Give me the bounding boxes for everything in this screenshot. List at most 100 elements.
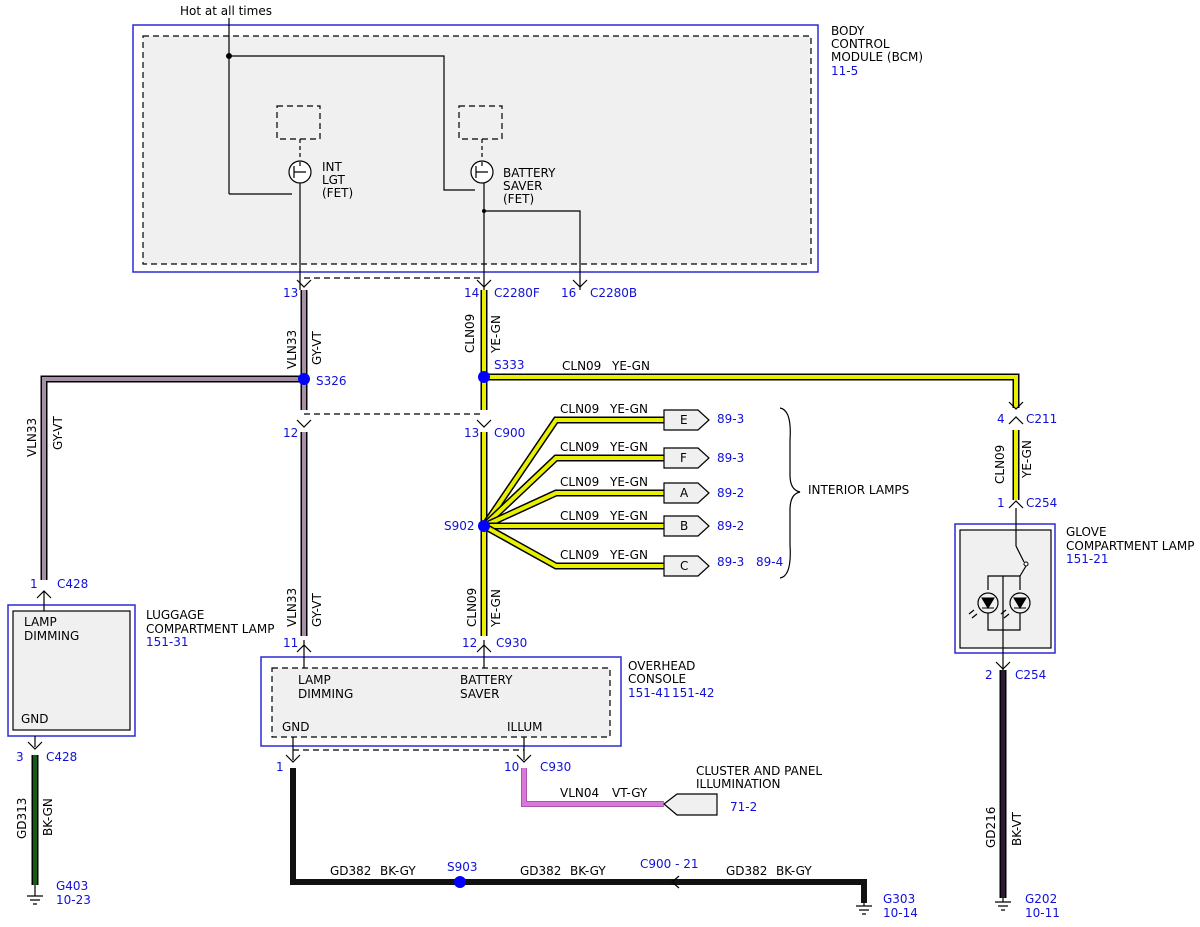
pin-2-c254-label: 2: [985, 668, 993, 682]
lamp-c-letter: C: [680, 559, 688, 573]
interior-lamps-label: INTERIOR LAMPS: [808, 483, 909, 497]
bcm-title-1: BODY: [831, 24, 865, 38]
battery-saver-line1: BATTERY: [503, 166, 556, 180]
wire-label-cln09-s333: CLN09: [562, 359, 601, 373]
wire-label-yegn-f: YE-GN: [609, 440, 648, 454]
connector-c428-3-icon: [27, 741, 43, 750]
lamp-b-ref: 89-2: [717, 519, 744, 533]
glove-lamp-panel: [959, 529, 1052, 649]
lamp-e: E: [663, 409, 710, 431]
lamp-c: C: [663, 555, 710, 577]
wire-label-bkgy-1: BK-GY: [380, 864, 416, 878]
luggage-title-1: LUGGAGE: [146, 608, 204, 622]
cluster-connector-icon: [663, 793, 718, 816]
connector-c930-1-icon: [285, 754, 301, 763]
overhead-title-2: CONSOLE: [628, 672, 686, 686]
pin-11-label: 11: [283, 636, 298, 650]
lamp-b: B: [663, 515, 710, 537]
wire-label-cln09-e: CLN09: [560, 402, 599, 416]
lamp-f-ref: 89-3: [717, 451, 744, 465]
luggage-lamp-panel: [12, 610, 131, 731]
splice-s902: [478, 520, 490, 532]
wire-label-gyvt-left: GY-VT: [51, 416, 65, 450]
lamp-c-ref2: 89-4: [756, 555, 783, 569]
wire-label-bkvt: BK-VT: [1010, 811, 1024, 846]
wire-label-gd216: GD216: [984, 807, 998, 848]
wire-label-gd382-1: GD382: [330, 864, 371, 878]
pin-1-c428-label: 1: [30, 577, 38, 591]
pin-3-c428-label: 3: [16, 750, 24, 764]
overhead-console-dashed: [271, 667, 611, 738]
wire-label-gd382-2: GD382: [520, 864, 561, 878]
c2280b-label: C2280B: [590, 286, 637, 300]
wire-vln33-gyvt: [40, 290, 308, 636]
s326-label: S326: [316, 374, 347, 388]
connector-16-icon: [572, 279, 588, 288]
wire-label-cln09-glove: CLN09: [993, 445, 1007, 484]
pin-1a-label: 1: [276, 760, 284, 774]
c2280f-label: C2280F: [494, 286, 540, 300]
overhead-console-fill: [272, 668, 610, 737]
wire-label-vln33-top: VLN33: [285, 330, 299, 369]
wire-label-gd382-3: GD382: [726, 864, 767, 878]
overhead-battery-saver-1: BATTERY: [460, 673, 513, 687]
c930b-label: C930: [540, 760, 571, 774]
pin-10-label: 10: [504, 760, 519, 774]
wire-vln04-vtgy: [521, 768, 664, 807]
overhead-lamp-dimming-2: DIMMING: [298, 687, 353, 701]
bcm-ref: 11-5: [831, 64, 858, 78]
lamp-a-ref: 89-2: [717, 486, 744, 500]
wire-cln09-yegn: [480, 290, 1020, 636]
lamp-f: F: [663, 447, 710, 469]
wire-label-cln09-top: CLN09: [463, 314, 477, 353]
wire-label-bkgy-2: BK-GY: [570, 864, 606, 878]
s903-label: S903: [447, 860, 478, 874]
bcm-module-dashed: [142, 35, 812, 265]
overhead-battery-saver-2: SAVER: [460, 687, 499, 701]
splice-s326: [298, 373, 310, 385]
wire-label-cln09-a: CLN09: [560, 475, 599, 489]
bcm-title-3: MODULE (BCM): [831, 50, 923, 64]
pin-16-label: 16: [561, 286, 576, 300]
glove-title-2: COMPARTMENT LAMP: [1066, 539, 1194, 553]
g202-ref: 10-11: [1025, 906, 1060, 920]
battery-saver-line2: SAVER: [503, 179, 542, 193]
pin-13-label: 13: [283, 286, 298, 300]
glove-lamp-border: [954, 523, 1056, 654]
interior-lamps-brace: [779, 407, 801, 579]
pin-4-label: 4: [997, 412, 1005, 426]
connector-c930-10-icon: [516, 754, 532, 763]
connector-13-icon: [296, 279, 312, 288]
wire-label-yegn-glove: YE-GN: [1020, 440, 1034, 479]
wire-gd382-bkgy: [290, 768, 867, 903]
connector-c900-13-icon: [476, 419, 492, 428]
g303-label: G303: [883, 892, 915, 906]
s902-label: S902: [444, 519, 475, 533]
wire-label-vtgy: VT-GY: [612, 786, 648, 800]
overhead-illum: ILLUM: [507, 720, 542, 734]
wire-label-cln09-c: CLN09: [560, 548, 599, 562]
bcm-title-2: CONTROL: [831, 37, 890, 51]
lamp-c-ref: 89-3: [717, 555, 744, 569]
cluster-ref: 71-2: [730, 800, 757, 814]
overhead-title-1: OVERHEAD: [628, 659, 695, 673]
hot-at-all-times-label: Hot at all times: [180, 4, 272, 18]
overhead-ref-1: 151-41: [628, 686, 671, 700]
c900-21-label: C900 - 21: [640, 857, 699, 871]
lamp-e-letter: E: [680, 413, 688, 427]
bcm-module-fill: [143, 36, 811, 264]
glove-ref: 151-21: [1066, 552, 1109, 566]
int-lgt-line2: LGT: [322, 173, 346, 187]
bcm-module-border: [132, 24, 819, 273]
luggage-lamp-dimming-1: LAMP: [24, 615, 57, 629]
cluster-title-1: CLUSTER AND PANEL: [696, 764, 822, 778]
glove-title-1: GLOVE: [1066, 525, 1107, 539]
lamp-f-letter: F: [680, 451, 687, 465]
pin-12b-label: 12: [462, 636, 477, 650]
connector-c900-12-icon: [296, 419, 312, 428]
c254-label: C254: [1026, 496, 1057, 510]
lamp-e-ref: 89-3: [717, 412, 744, 426]
lamp-a-letter: A: [680, 486, 689, 500]
wire-label-cln09-b: CLN09: [560, 509, 599, 523]
